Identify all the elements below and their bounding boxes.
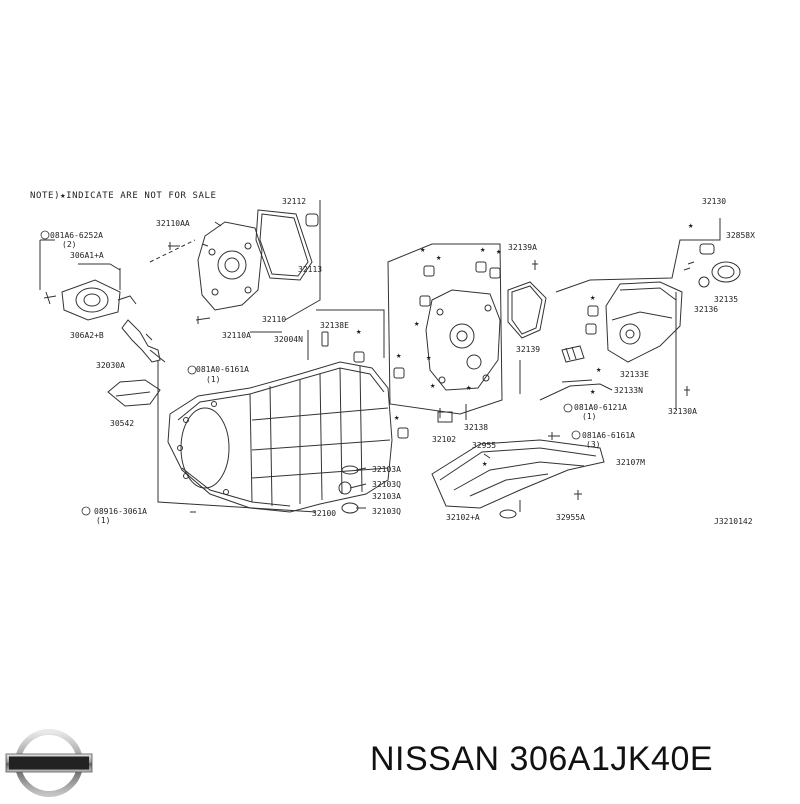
svg-text:★: ★ [414,319,420,329]
part-label: 081A6-6161A [582,431,635,440]
part-label: 32955A [556,513,585,522]
part-label: 32955 [472,441,496,450]
part-label: 081A0-6121A [574,403,627,412]
nissan-logo: NISSAN [5,729,93,797]
part-label: 32138 [464,423,488,432]
part-label: 32110A [222,331,251,340]
svg-text:★: ★ [688,221,694,231]
needle-bearing-drawing [561,345,585,363]
part-label: 32130A [668,407,697,416]
rear-seal-drawing [711,261,741,283]
part-label: 306A1+A [70,251,104,260]
svg-text:★: ★ [590,293,596,303]
svg-text:★: ★ [590,387,596,397]
shift-rod-drawing [539,383,613,401]
part-label: 32030A [96,361,125,370]
part-label: 32113 [298,265,322,274]
part-label: 32102 [432,435,456,444]
svg-text:★: ★ [466,383,472,393]
leader-line [157,309,385,513]
part-label: 32103A [372,465,401,474]
brand-name: NISSAN [370,740,500,778]
part-label: (3) [586,440,600,449]
not-for-sale-markers: ★ ★ ★ ★ ★ ★ ★ ★ ★ ★ ★ ★ ★ ★ ★ ★ [356,221,694,469]
part-label: 32107M [616,458,645,467]
part-labels: 32112 32110AA 081A6-6252A (2) 306A1+A 32… [50,197,755,525]
svg-text:★: ★ [496,247,502,257]
transmission-case-drawing [167,361,393,513]
part-label: 32110 [262,315,286,324]
part-label: 32136 [694,305,718,314]
part-label: 32004N [274,335,303,344]
part-label: 32135 [714,295,738,304]
logo-text: NISSAN [29,758,69,771]
part-label: 32112 [282,197,306,206]
part-label: 32858X [726,231,755,240]
product-caption: NISSAN 306A1JK40E [370,740,713,779]
svg-text:★: ★ [426,353,432,363]
svg-text:★: ★ [356,327,362,337]
rear-extension-drawing [605,281,683,363]
part-label: 32138E [320,321,349,330]
svg-text:★: ★ [480,245,486,255]
part-label: 32133E [620,370,649,379]
bolt-drawing [168,242,180,250]
part-label: 32103Q [372,480,401,489]
dowel-drawing [437,411,453,423]
bushing-drawing [353,351,365,363]
svg-text:★: ★ [482,459,488,469]
part-label: 081A0-6161A [196,365,249,374]
svg-text:★: ★ [394,413,400,423]
part-label: (2) [62,240,76,249]
front-cover-drawing [197,221,263,311]
part-label: 32102+A [446,513,480,522]
svg-text:★: ★ [596,365,602,375]
svg-text:★: ★ [420,245,426,255]
part-label: 32110AA [156,219,190,228]
part-label: 306A2+B [70,331,104,340]
part-label: (1) [96,516,110,525]
part-number: 306A1JK40E [509,740,714,778]
part-label: 30542 [110,419,134,428]
part-label: 08916-3061A [94,507,147,516]
svg-text:★: ★ [430,381,436,391]
part-label: 32103A [372,492,401,501]
part-label: 32100 [312,509,336,518]
release-bearing-drawing [43,279,137,321]
gasket-drawing [255,209,313,281]
lower-cover-drawing [431,439,605,509]
part-label: 32139 [516,345,540,354]
circled-prefix-markers [40,230,581,516]
boot-drawing [107,379,161,407]
adapter-gasket-drawing [507,281,547,339]
part-label: 32103Q [372,507,401,516]
part-label: 32130 [702,197,726,206]
part-label: 081A6-6252A [50,231,103,240]
note-text: NOTE)★INDICATE ARE NOT FOR SALE [30,191,217,201]
part-label: (1) [206,375,220,384]
svg-text:★: ★ [436,253,442,263]
adapter-box-outline [387,243,503,415]
extension-box-outline [555,218,721,410]
seal-drawing [305,213,319,227]
adapter-plate-drawing [425,289,501,391]
part-label: 32133N [614,386,643,395]
part-label: 32139A [508,243,537,252]
part-label: (1) [582,412,596,421]
svg-text:★: ★ [396,351,402,361]
release-fork-drawing [121,319,161,363]
drawing-id: J3210142 [714,517,753,526]
